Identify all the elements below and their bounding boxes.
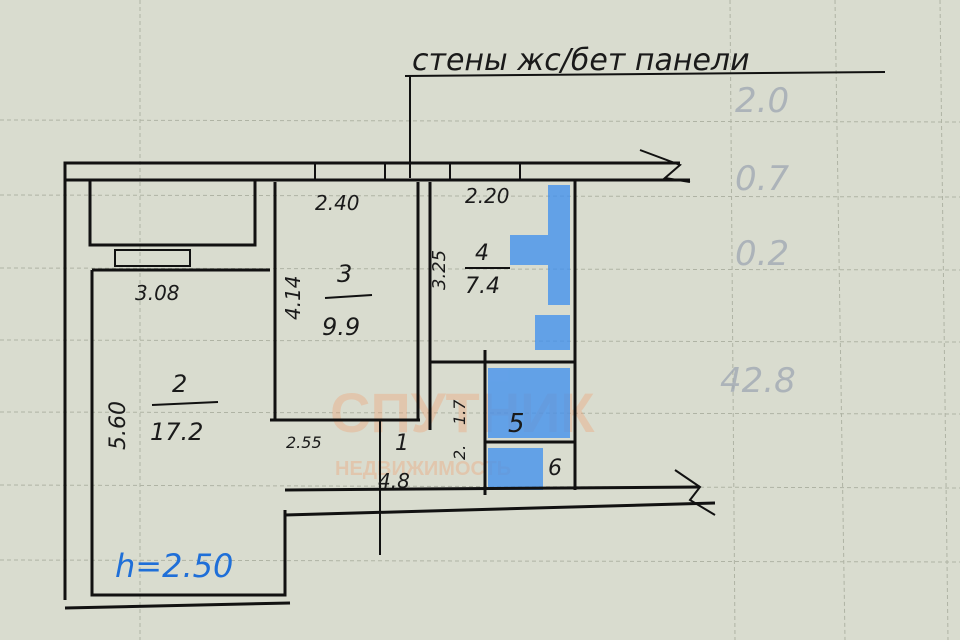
bathroom-fixtures [488,185,570,490]
svg-text:3: 3 [337,260,352,288]
svg-text:0.2: 0.2 [735,234,789,274]
svg-text:2.40: 2.40 [315,191,360,215]
svg-text:7.4: 7.4 [465,274,500,299]
pencil-notes: 2.0 0.7 0.2 42.8 [720,81,796,401]
svg-text:0.7: 0.7 [735,159,789,199]
svg-text:2.: 2. [450,445,469,460]
svg-text:2.55: 2.55 [286,433,322,452]
svg-text:5.60: 5.60 [106,401,131,450]
svg-text:2: 2 [172,370,187,398]
ceiling-height-label: h=2.50 [115,547,233,585]
svg-text:6: 6 [548,456,562,481]
svg-text:2.20: 2.20 [465,184,510,208]
svg-text:3.08: 3.08 [135,281,180,305]
svg-text:42.8: 42.8 [720,361,796,401]
wall-material-note: стены жс/бет панели [412,43,750,78]
svg-text:17.2: 17.2 [150,418,203,446]
svg-text:3.25: 3.25 [429,250,450,290]
room-labels: 2.40 2.20 3.08 4.14 3.25 5.60 2.55 1.7 2… [106,184,562,493]
svg-text:1: 1 [395,431,409,456]
svg-text:2.0: 2.0 [735,81,789,121]
svg-text:1.7: 1.7 [450,399,469,425]
svg-text:5: 5 [508,409,525,439]
svg-text:4: 4 [475,241,489,266]
svg-text:4.8: 4.8 [378,469,410,493]
svg-text:9.9: 9.9 [322,313,360,341]
svg-text:4.14: 4.14 [281,275,305,320]
walls [63,149,716,610]
